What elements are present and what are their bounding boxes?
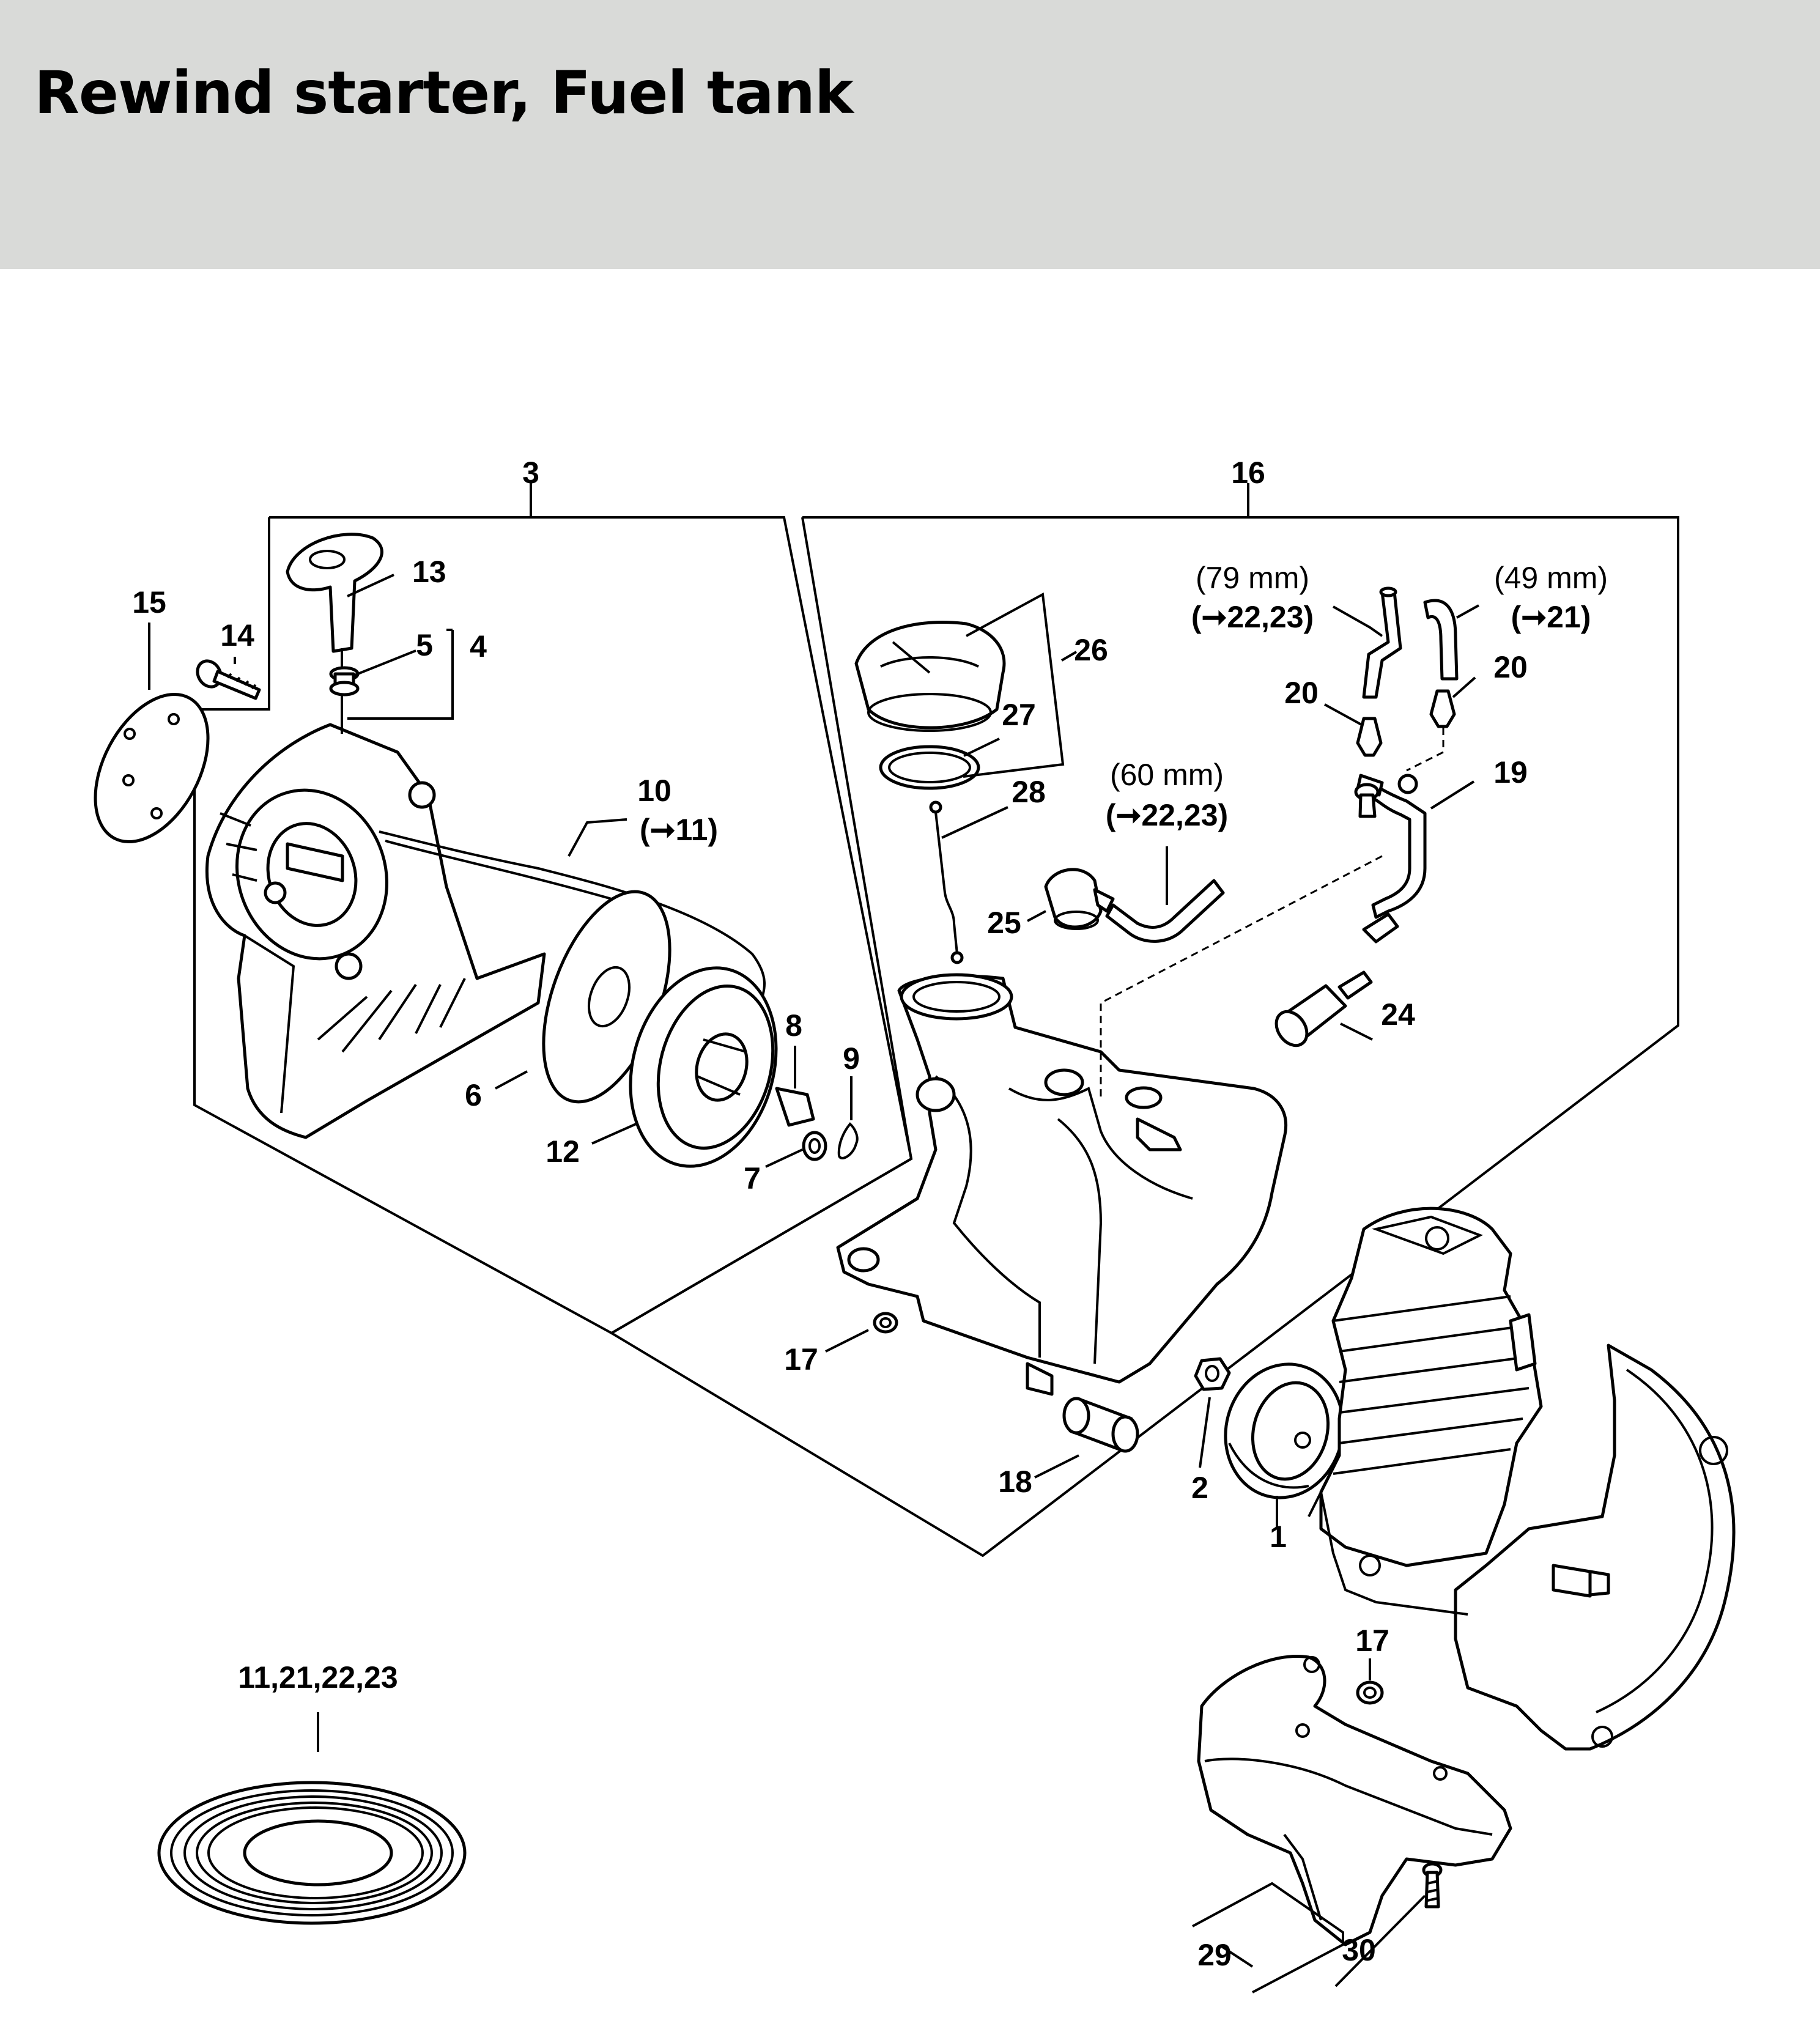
- callout-29: 29: [1197, 1938, 1232, 1972]
- callout-13: 13: [412, 555, 446, 589]
- group-frame-rewind-starter: [193, 483, 913, 1335]
- callout-5: 5: [416, 628, 433, 662]
- callout-2: 2: [1191, 1471, 1208, 1505]
- part-grommet-20-right: [1429, 689, 1456, 728]
- callout-7: 7: [744, 1161, 761, 1196]
- part-fan-housing: [205, 723, 546, 1139]
- part-washer: [802, 1131, 827, 1161]
- callout-30: 30: [1342, 1933, 1376, 1967]
- part-rope-rotor: [629, 966, 778, 1168]
- callout-17-lower: 17: [1355, 1624, 1389, 1658]
- callout-6: 6: [465, 1078, 482, 1112]
- callout-25: 25: [987, 906, 1021, 940]
- callout-15: 15: [132, 585, 166, 619]
- callout-19: 19: [1493, 755, 1528, 789]
- page-title: Rewind starter, Fuel tank: [34, 59, 854, 127]
- part-tank-vent: [1044, 868, 1115, 930]
- callout-24: 24: [1381, 997, 1415, 1032]
- callout-1: 1: [1270, 1520, 1287, 1554]
- callout-9: 9: [843, 1041, 860, 1076]
- engine-assembly: [1308, 1207, 1736, 1751]
- part-flywheel-1: [1224, 1362, 1345, 1499]
- callout-14: 14: [220, 618, 254, 652]
- note-hose-60: (60 mm): [1110, 758, 1224, 792]
- part-screw-14: [196, 659, 261, 700]
- part-hose-79mm: [1362, 586, 1402, 699]
- callout-27: 27: [1002, 698, 1036, 732]
- part-grommet-20-left: [1354, 717, 1383, 818]
- part-tank-cap: [854, 621, 1006, 732]
- leader-lines: [148, 574, 1479, 1994]
- part-rope-guide: [329, 666, 360, 697]
- callout-26: 26: [1074, 633, 1108, 667]
- callout-3: 3: [522, 456, 539, 490]
- part-bushing-17-upper: [873, 1312, 898, 1334]
- callout-28: 28: [1012, 775, 1046, 809]
- callout-12: 12: [546, 1134, 580, 1169]
- part-cover-plate: [94, 693, 210, 843]
- part-starter-rope: [379, 830, 766, 1010]
- part-sleeve-18: [1062, 1397, 1139, 1453]
- part-hose-49mm: [1423, 599, 1459, 681]
- dashed-assembly-lines: [1100, 728, 1445, 1101]
- part-screw-30: [1422, 1862, 1443, 1909]
- note-hose-60-ref: (➞22,23): [1106, 798, 1228, 832]
- callout-20-left: 20: [1284, 676, 1319, 710]
- callout-20-right: 20: [1493, 650, 1528, 684]
- part-spring-clip: [837, 1122, 859, 1159]
- part-retainer-cord: [929, 800, 964, 964]
- callout-10: 10: [637, 774, 671, 808]
- callout-16: 16: [1231, 456, 1265, 490]
- callout-10-ref: (➞11): [640, 813, 718, 847]
- part-pawl: [775, 1087, 815, 1127]
- callout-18: 18: [998, 1465, 1032, 1499]
- part-fuel-pickup-24: [1274, 970, 1373, 1048]
- part-rewind-spring: [157, 1781, 467, 1925]
- callout-11-21-22-23: 11,21,22,23: [238, 1660, 398, 1694]
- part-bracket-29: [1197, 1655, 1512, 1946]
- note-hose-49: (49 mm): [1494, 561, 1608, 595]
- callout-8: 8: [785, 1008, 802, 1043]
- group-frame-fuel-tank: [609, 483, 1679, 1558]
- part-fuel-tank: [836, 973, 1288, 1396]
- part-fuel-hose-19: [1356, 774, 1427, 944]
- part-bushing-17-lower: [1356, 1680, 1384, 1705]
- part-o-ring: [879, 745, 980, 790]
- callout-4: 4: [470, 629, 487, 663]
- part-starter-grip: [286, 533, 383, 734]
- page-header: Rewind starter, Fuel tank: [0, 0, 1820, 269]
- note-hose-49-ref: (➞21): [1511, 600, 1591, 634]
- note-hose-79-ref: (➞22,23): [1191, 600, 1314, 634]
- callout-labels: 3 16 15 14 13 5 4 10 (➞11) 6 12 8 9 7 26…: [132, 456, 1608, 1972]
- callout-17-upper: 17: [784, 1342, 818, 1377]
- part-hose-60mm: [1105, 879, 1225, 943]
- part-nut-2: [1194, 1357, 1231, 1391]
- note-hose-79: (79 mm): [1196, 561, 1309, 595]
